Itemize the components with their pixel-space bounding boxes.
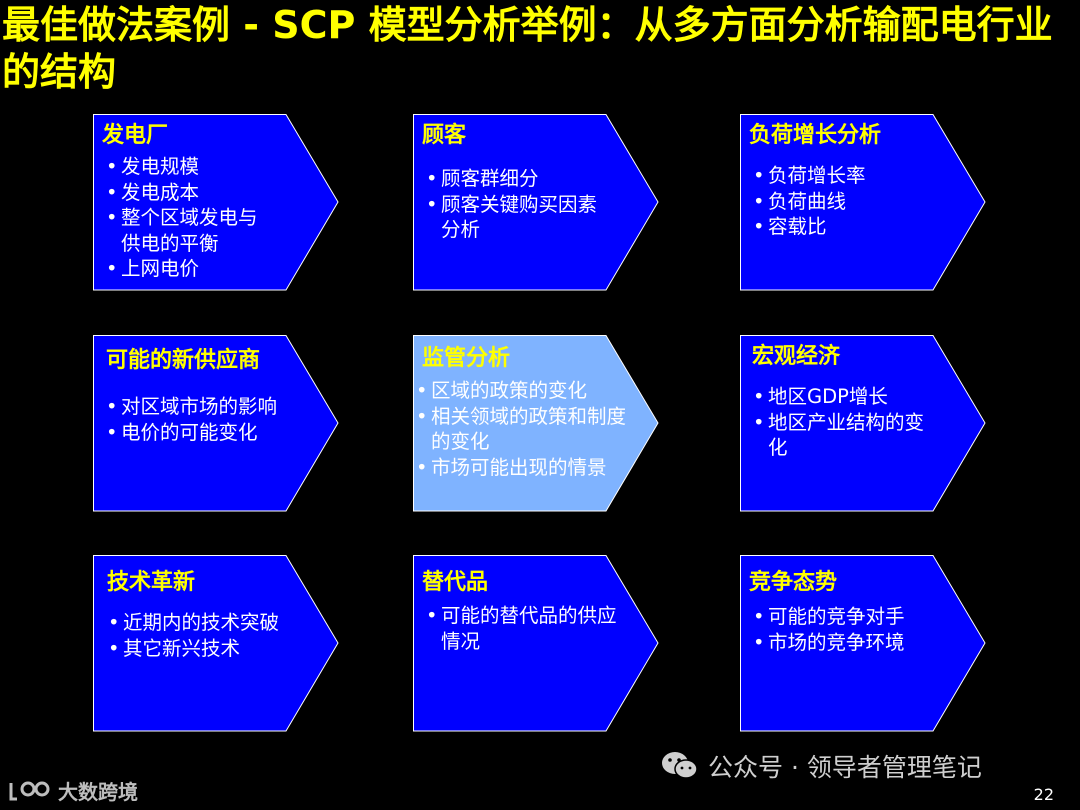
bullet-item: •近期内的技术突破: [108, 611, 280, 634]
box-heading: 可能的新供应商: [106, 348, 261, 373]
wechat-watermark-text: 公众号 · 领导者管理笔记: [708, 753, 982, 782]
bullet-item: •相关领域的政策和制度的变化: [416, 404, 627, 454]
bullet-list: •对区域市场的影响 •电价的可能变化: [105, 394, 303, 445]
box-tech-innovation: 技术革新 •近期内的技术突破 •其它新兴技术: [93, 555, 339, 732]
arrow-box-shape: [740, 555, 986, 732]
box-heading: 发电厂: [102, 123, 169, 148]
bullet-list: •负荷增长率 •负荷曲线 •容载比: [752, 163, 950, 240]
box-competition: 竞争态势 •可能的竞争对手 •市场的竞争环境: [740, 555, 986, 732]
arrow-box-shape: [413, 335, 659, 512]
bullet-item: •上网电价: [106, 257, 200, 280]
bullet-list: •地区GDP增长 •地区产业结构的变化: [752, 384, 950, 461]
bullet-item: •负荷增长率: [753, 164, 866, 187]
bullet-item: •顾客群细分: [426, 167, 539, 190]
arrow-box-shape: [740, 335, 986, 512]
bullet-item: •可能的竞争对手: [753, 605, 905, 628]
bullet-item: •可能的替代品的供应情况: [426, 604, 617, 653]
box-customer: 顾客 •顾客群细分 •顾客关键购买因素分析: [413, 114, 659, 291]
bullet-list: •可能的竞争对手 •市场的竞争环境: [752, 604, 950, 655]
box-heading: 顾客: [422, 123, 467, 148]
box-heading: 负荷增长分析: [749, 123, 882, 148]
arrow-box-shape: [93, 335, 339, 512]
brand-watermark-text: 大数跨境: [58, 780, 138, 804]
bullet-item: •对区域市场的影响: [106, 395, 278, 418]
arrow-box-shape: [93, 114, 339, 291]
bullet-item: •整个区域发电与供电的平衡: [106, 206, 258, 255]
box-heading: 替代品: [422, 570, 489, 595]
bullet-list: •发电规模 •发电成本 •整个区域发电与供电的平衡 •上网电价: [105, 154, 303, 282]
bullet-item: •发电规模: [106, 155, 200, 178]
bullet-item: •负荷曲线: [753, 189, 847, 213]
bullet-item: •市场的竞争环境: [753, 630, 905, 654]
box-heading: 宏观经济: [752, 344, 841, 369]
arrow-box-shape: [413, 555, 659, 732]
arrow-box-shape: [413, 114, 659, 291]
wechat-watermark: 公众号 · 领导者管理笔记: [660, 748, 982, 784]
bullet-item: •地区产业结构的变化: [753, 410, 925, 460]
bullet-item: •发电成本: [106, 180, 200, 204]
box-substitutes: 替代品 •可能的替代品的供应情况: [413, 555, 659, 732]
wechat-icon: [662, 752, 698, 779]
box-heading: 竞争态势: [749, 570, 838, 595]
bullet-item: •顾客关键购买因素分析: [426, 192, 598, 242]
brand-logo-icon: [9, 781, 50, 800]
bullet-list: •近期内的技术突破 •其它新兴技术: [107, 610, 305, 661]
bullet-list: •可能的替代品的供应情况: [425, 603, 623, 654]
bullet-list: •顾客群细分 •顾客关键购买因素分析: [425, 166, 623, 243]
brand-watermark: 大数跨境: [8, 776, 138, 805]
bullet-item: •市场可能出现的情景: [416, 455, 607, 479]
bullet-item: •电价的可能变化: [106, 420, 258, 444]
bullet-item: •容载比: [753, 215, 827, 238]
box-power-plant: 发电厂 •发电规模 •发电成本 •整个区域发电与供电的平衡 •上网电价: [93, 114, 339, 291]
bullet-item: •其它新兴技术: [108, 636, 241, 660]
arrow-box-shape: [93, 555, 339, 732]
slide-title: 最佳做法案例 - SCP 模型分析举例：从多方面分析输配电行业的结构: [2, 3, 1053, 94]
box-regulation: 监管分析 •区域的政策的变化 •相关领域的政策和制度的变化 •市场可能出现的情景: [413, 335, 659, 512]
bullet-item: •地区GDP增长: [753, 385, 888, 408]
box-heading: 监管分析: [422, 346, 511, 371]
box-macro-economy: 宏观经济 •地区GDP增长 •地区产业结构的变化: [740, 335, 986, 512]
box-heading: 技术革新: [107, 570, 196, 595]
bullet-list: •区域的政策的变化 •相关领域的政策和制度的变化 •市场可能出现的情景: [415, 378, 629, 480]
page-number: 22: [1033, 785, 1054, 804]
box-new-supplier: 可能的新供应商 •对区域市场的影响 •电价的可能变化: [93, 335, 339, 512]
bullet-item: •区域的政策的变化: [416, 379, 588, 402]
arrow-box-shape: [740, 114, 986, 291]
box-load-growth: 负荷增长分析 •负荷增长率 •负荷曲线 •容载比: [740, 114, 986, 291]
